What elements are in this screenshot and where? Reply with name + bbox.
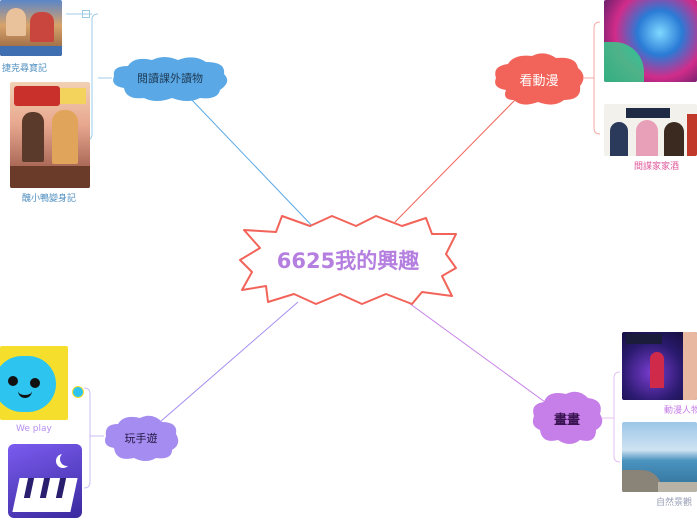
cloud-shape <box>495 53 584 105</box>
cloud-shape <box>113 57 228 101</box>
anime-image[interactable] <box>604 104 697 156</box>
central-topic[interactable]: 6625我的興趣 <box>236 214 460 306</box>
branch-reading[interactable]: 閱讀課外讀物 <box>108 54 232 102</box>
drawing-caption-1: 動漫人物 <box>664 406 697 416</box>
branch-anime-label: 看動漫 <box>519 73 559 89</box>
anime-caption: 間諜家家酒 <box>634 162 680 172</box>
drawing-image[interactable] <box>622 332 697 400</box>
bracket-games <box>83 387 91 489</box>
starburst-shape <box>239 215 457 305</box>
cloud-shape <box>105 415 179 461</box>
connector-games <box>159 301 299 423</box>
cloud-shape <box>532 391 603 444</box>
drawing-caption-2: 自然景觀 <box>656 498 693 508</box>
connector-reading <box>189 97 319 233</box>
branch-drawing-label: 畫畫 <box>553 412 580 428</box>
mini-app-icon[interactable] <box>72 386 84 398</box>
book-cover-image[interactable] <box>0 0 62 56</box>
branch-anime[interactable]: 看動漫 <box>492 52 586 106</box>
connector-drawing <box>401 297 546 403</box>
book-cover-image[interactable] <box>10 82 90 188</box>
book-caption-2: 醜小鴨變身記 <box>22 194 77 204</box>
branch-games-label: 玩手遊 <box>124 432 158 445</box>
anime-image[interactable] <box>604 0 697 82</box>
landscape-image[interactable] <box>622 422 697 492</box>
central-topic-text: 6625我的興趣 <box>276 249 420 273</box>
bracket-anime <box>593 21 601 135</box>
branch-reading-label: 閱讀課外讀物 <box>137 72 203 85</box>
expand-toggle-icon[interactable] <box>82 10 90 18</box>
branch-games[interactable]: 玩手遊 <box>102 414 180 462</box>
book-caption-1: 捷克尋寶記 <box>2 64 48 74</box>
piano-game-icon[interactable] <box>8 444 82 518</box>
bracket-drawing <box>613 371 621 463</box>
branch-drawing[interactable]: 畫畫 <box>530 390 604 446</box>
connector-anime <box>394 99 516 223</box>
game-caption: We play <box>16 424 52 434</box>
we-play-app-icon[interactable] <box>0 346 68 420</box>
